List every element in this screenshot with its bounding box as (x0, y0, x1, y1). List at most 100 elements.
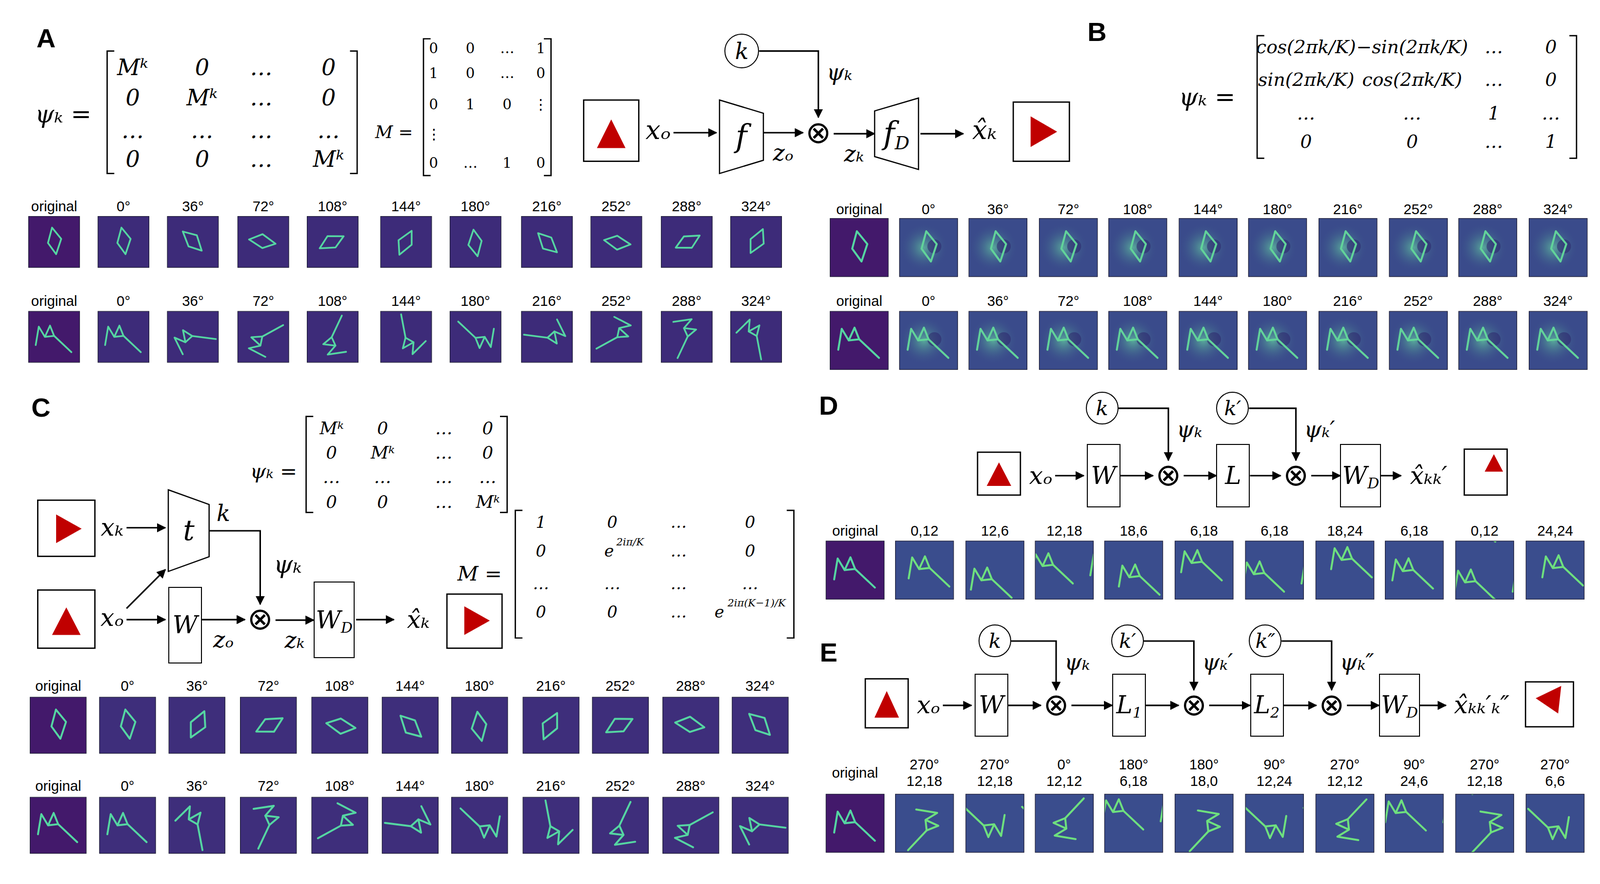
thumb-shape (747, 336, 771, 360)
thumb-caption: 144° (391, 292, 421, 310)
thumb-shape (1180, 550, 1202, 573)
thumb-shape (192, 325, 216, 350)
thumb-ground (662, 697, 720, 754)
thumb-ground (732, 697, 789, 754)
thumb-caption: 216° (532, 198, 562, 215)
thumb-caption: 324° (1543, 200, 1574, 218)
thumb-ground (1458, 311, 1517, 370)
thumb-frame (311, 797, 368, 854)
thumb-caption: 324° (745, 777, 776, 795)
thumb-shape (1397, 327, 1419, 350)
thumb-ground (592, 797, 649, 854)
thumb-ground (28, 311, 80, 363)
thumb-shape (908, 556, 930, 579)
thumb-caption: original (35, 777, 81, 795)
triangle (986, 462, 1012, 486)
node-label: WD (315, 607, 353, 633)
thumb-shape (1200, 231, 1217, 262)
thumb-shape (1053, 818, 1076, 840)
thumb-caption: 324° (745, 677, 776, 695)
thumb-caption: 180° (1262, 292, 1293, 310)
input-image (37, 500, 95, 557)
edge-label: ψₖ′ (1303, 416, 1335, 443)
node-text: L (1224, 463, 1241, 488)
node-label: k″ (1255, 630, 1276, 652)
thumb-ground (1039, 218, 1098, 277)
thumb-shape (523, 324, 548, 348)
thumb-shape (127, 823, 147, 842)
matrix-cell: 1 (1545, 131, 1558, 153)
thumb-ground (1389, 311, 1448, 370)
thumb-glow (1248, 222, 1298, 272)
thumb-caption: 0° (120, 777, 135, 795)
matrix-cell: Mᵏ (370, 442, 395, 463)
matrix-bracket (423, 39, 551, 176)
matrix-cell: … (435, 442, 453, 463)
thumb-frame (168, 797, 225, 854)
thumb-ground (1455, 794, 1514, 853)
node-text: W (1091, 463, 1117, 488)
flow-arrow (126, 619, 165, 621)
input-image (977, 452, 1021, 496)
thumb-shape (120, 709, 136, 739)
layer-box: W (1086, 443, 1121, 508)
thumb-glow (1039, 316, 1089, 365)
thumb-ground (899, 218, 958, 277)
thumb-caption: 36° (987, 200, 1009, 218)
thumb-shape (1551, 231, 1567, 262)
thumb-shape (1061, 231, 1077, 262)
thumb-frame (1525, 794, 1584, 853)
node-label: ⊗ (1319, 689, 1345, 721)
thumbnail (965, 794, 1024, 853)
thumb-ground (1525, 540, 1584, 600)
matrix-cell: Mᵏ (186, 84, 218, 111)
thumb-ground (1529, 218, 1588, 277)
matrix-bracket (306, 416, 508, 513)
thumb-shape (855, 821, 876, 841)
thumb-frame (1035, 540, 1094, 600)
thumbnail (1104, 794, 1163, 853)
thumb-shape (1201, 561, 1222, 581)
thumb-shape (1406, 811, 1427, 831)
matrix-cell: … (500, 40, 515, 58)
matrix-cell: 0 (481, 442, 494, 463)
thumbnail (1385, 540, 1444, 600)
thumb-shape (396, 710, 425, 743)
thumb-shape (852, 231, 868, 262)
node-label: k (1095, 398, 1108, 419)
node-text: L (1116, 692, 1133, 718)
matrix-cell: … (435, 418, 453, 439)
thumb-ground (895, 794, 954, 853)
thumb-ground (1525, 794, 1584, 853)
edge-label: ψₖ′ (1201, 649, 1233, 676)
thumb-shape (736, 317, 763, 344)
panel-letter: E (820, 637, 838, 669)
thumb-shape (1119, 564, 1140, 587)
thumb-frame (1525, 540, 1584, 600)
matrix-cell: sin(2πk/K) (1258, 69, 1355, 91)
thumbnail (1035, 794, 1094, 853)
thumb-frame (1458, 311, 1517, 370)
node-label: WD (1380, 692, 1419, 718)
thumb-glow (1179, 222, 1228, 272)
thumb-shape (1265, 816, 1287, 839)
input-circle: k (1085, 391, 1119, 425)
thumbnail (661, 311, 713, 363)
thumb-frame (661, 216, 713, 268)
thumb-ground (1319, 218, 1378, 277)
thumb-ground (1039, 311, 1098, 370)
thumb-glow (1529, 316, 1579, 365)
thumb-ground (1458, 218, 1517, 277)
matrix-cell: e (714, 602, 725, 622)
thumb-ground (1175, 540, 1234, 600)
node-label: k (735, 40, 749, 63)
thumb-frame (30, 697, 87, 754)
thumb-caption: 288° (1472, 292, 1503, 310)
thumb-frame (450, 311, 502, 363)
thumb-frame (1385, 794, 1444, 853)
thumbnail (380, 311, 432, 363)
thumbnail (1245, 794, 1304, 853)
matrix-cell: 0 (321, 54, 336, 81)
